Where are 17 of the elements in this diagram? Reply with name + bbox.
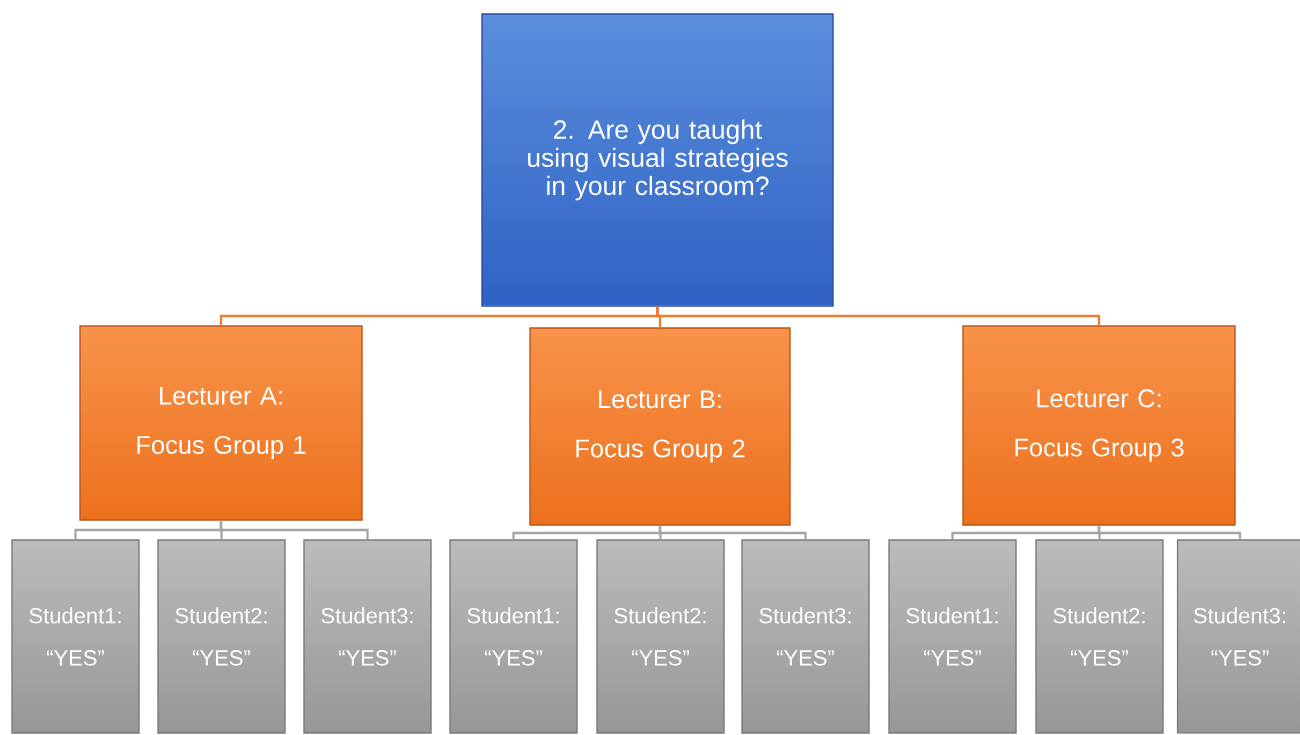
student-box: Student2: “YES” [1035,539,1164,734]
connector [658,525,807,540]
student-box: Student3: “YES” [741,539,870,734]
student-box: Student3: “YES” [303,539,432,734]
student-box: Student2: “YES” [596,539,725,734]
connector [1097,525,1242,540]
lecturer-box: Lecturer A: Focus Group 1 [79,325,363,521]
question-box: 2. Are you taught using visual strategies in your classroom? [481,13,834,307]
lecturer-box: Lecturer C: Focus Group 3 [962,325,1236,526]
connector [219,520,369,540]
lecturer-box: Lecturer B: Focus Group 2 [529,327,791,526]
student-box: Student1: “YES” [888,539,1017,734]
student-box: Student1: “YES” [449,539,578,734]
connector [656,306,1101,326]
student-box: Student3: “YES” [1176,539,1300,734]
student-box: Student1: “YES” [11,539,140,734]
student-box: Student2: “YES” [157,539,286,734]
